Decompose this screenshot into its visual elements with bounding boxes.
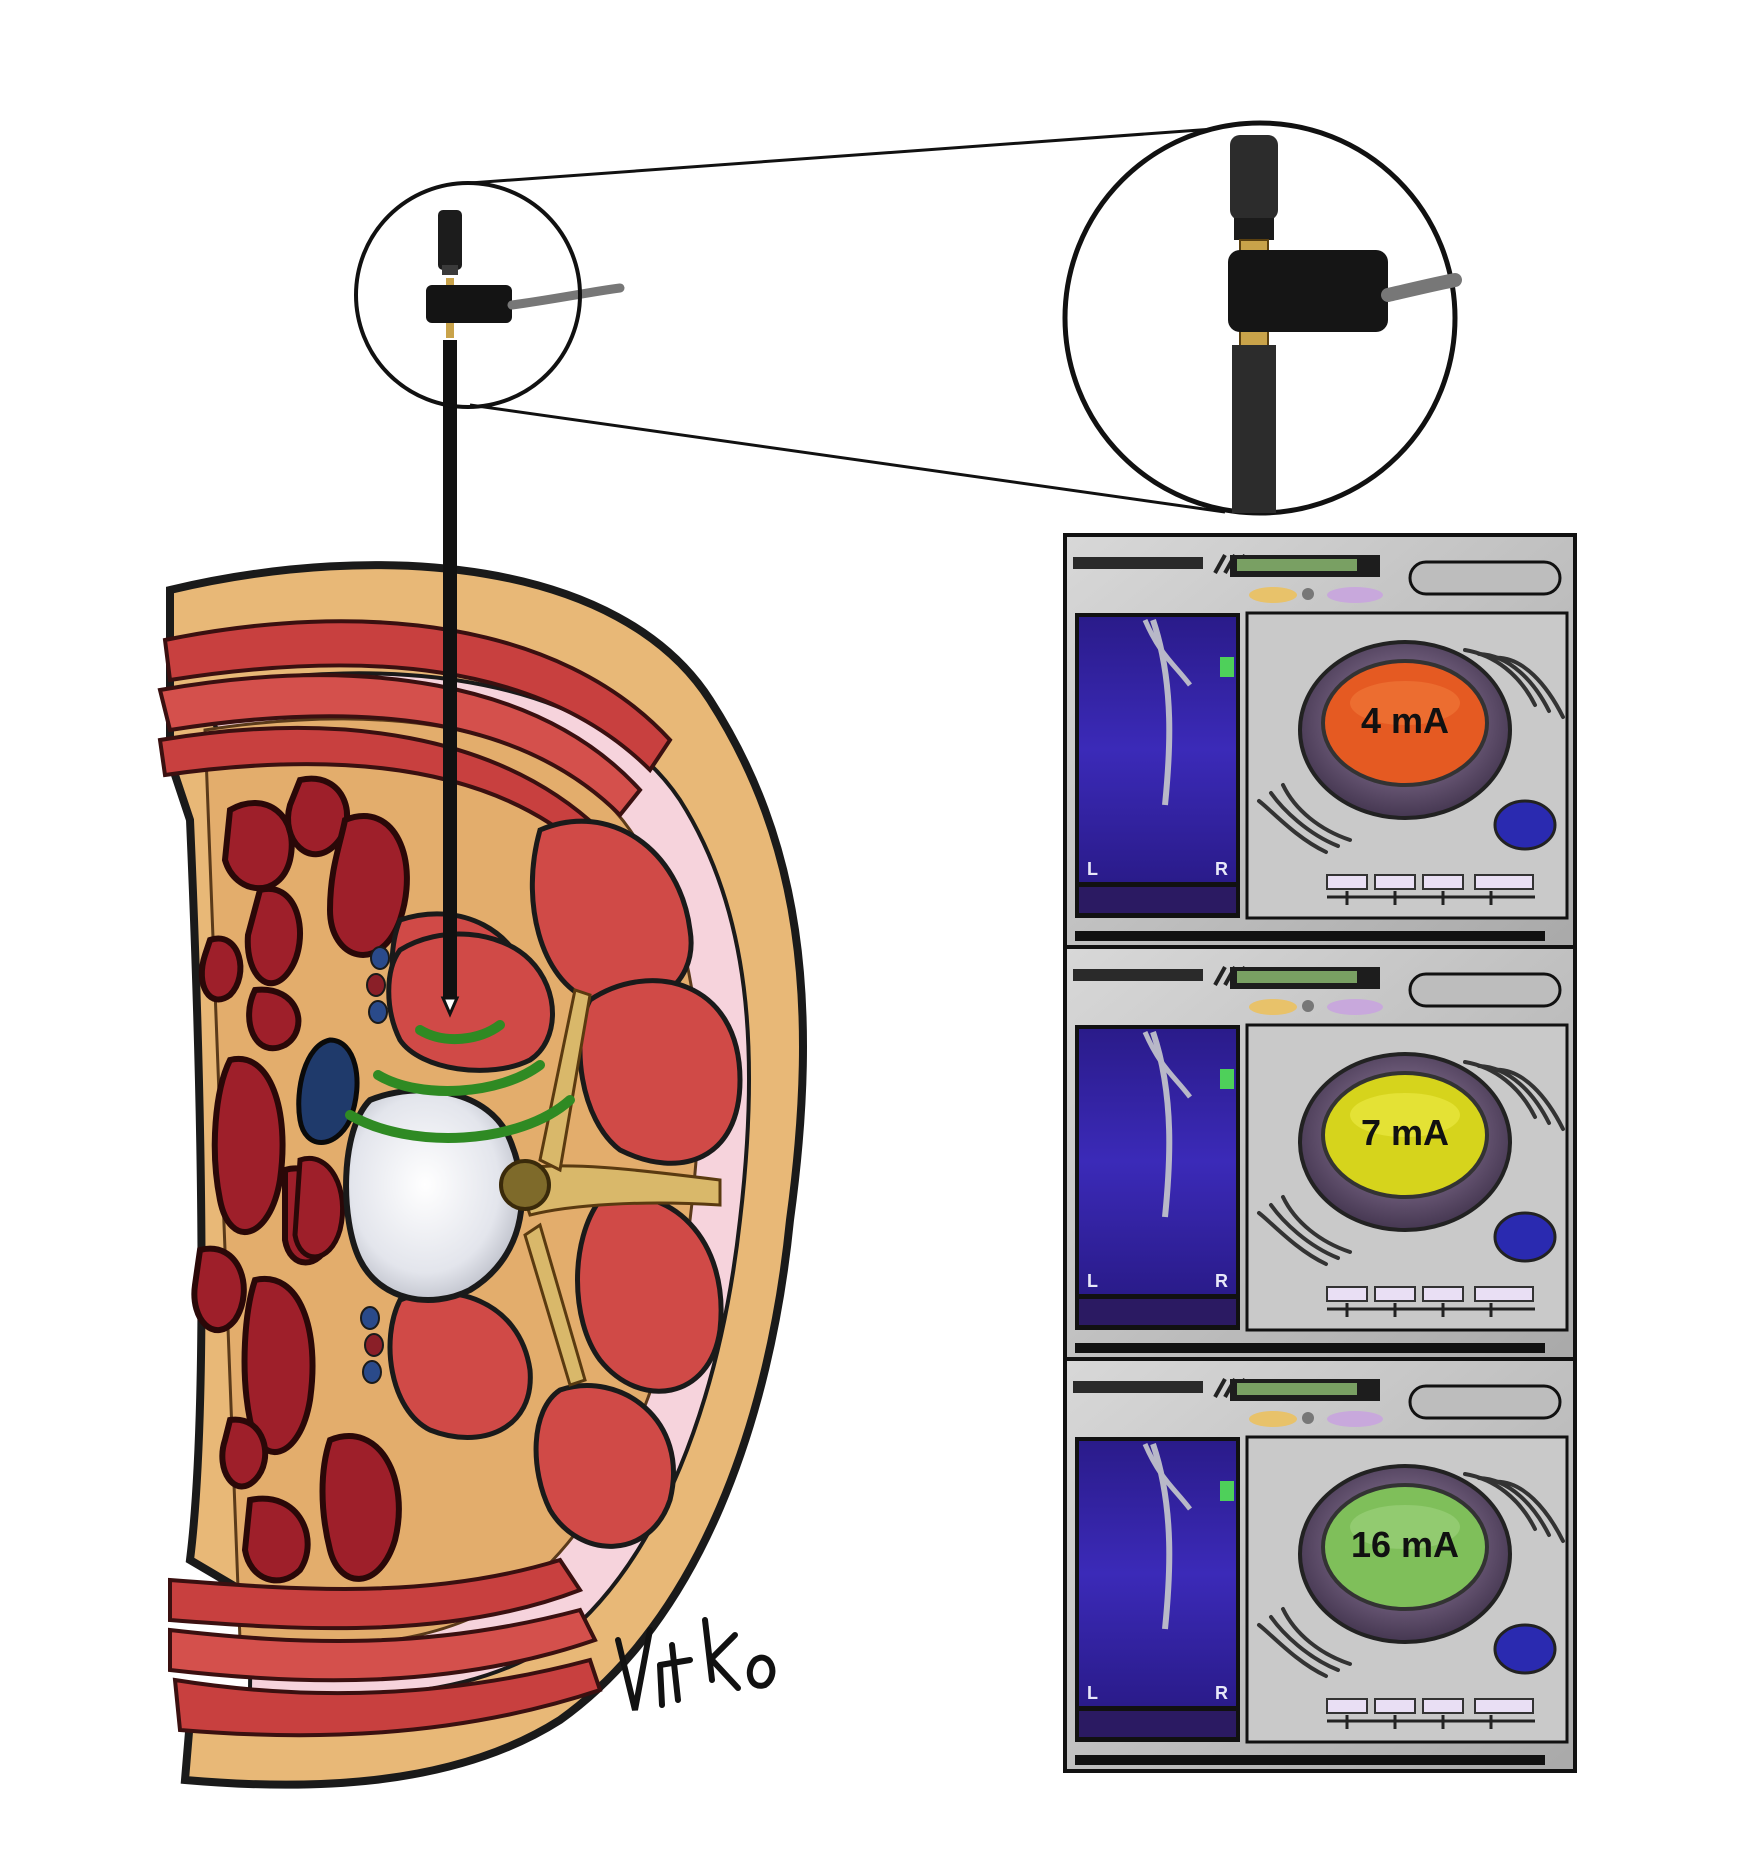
magnified-shaft — [1232, 345, 1276, 513]
screen-indicator — [1220, 1069, 1234, 1089]
brand-strip — [1073, 557, 1203, 569]
indicator-lilac — [1327, 587, 1383, 603]
needle-cable — [507, 283, 625, 310]
base-strip — [1075, 931, 1545, 941]
brand-strip — [1073, 969, 1203, 981]
current-reading: 7 mA — [1361, 1112, 1449, 1153]
stimulator-monitor-2: L R 7 mA — [1063, 945, 1577, 1361]
stimulating-needle — [354, 181, 625, 1018]
indicator-yellow — [1249, 587, 1297, 603]
screen-label-left: L — [1087, 1683, 1098, 1703]
needle-tip — [440, 996, 460, 1018]
vessels-upper — [366, 946, 390, 1024]
screen-label-right: R — [1215, 1271, 1228, 1291]
screen-label-left: L — [1087, 859, 1098, 879]
nerve-map-screen — [1079, 1441, 1236, 1706]
panel-button[interactable] — [1326, 1286, 1368, 1302]
indicator-lilac — [1327, 999, 1383, 1015]
indicator-dot — [1302, 1000, 1314, 1012]
panel-button[interactable] — [1326, 874, 1368, 890]
screen-status-bar — [1079, 887, 1236, 913]
nerve-map-screen — [1079, 1029, 1236, 1294]
base-strip — [1075, 1343, 1545, 1353]
panel-button-wide[interactable] — [1474, 1286, 1534, 1302]
stimulator-monitors: L R 4 mA L R 7 mA L R 16 mA — [1063, 533, 1577, 1773]
adjust-knob[interactable] — [1493, 1623, 1557, 1675]
screen-label-right: R — [1215, 1683, 1228, 1703]
current-reading: 16 mA — [1351, 1524, 1459, 1565]
indicator-yellow — [1249, 999, 1297, 1015]
vessels-lower — [360, 1306, 384, 1384]
bowel-loops — [191, 775, 410, 1584]
magnified-needle-detail — [1062, 120, 1462, 516]
abdominal-wall-muscles-lower — [168, 1557, 603, 1738]
screen-indicator — [1220, 1481, 1234, 1501]
nerve-map-screen — [1079, 617, 1236, 882]
top-button[interactable] — [1408, 560, 1562, 596]
screen-indicator — [1220, 657, 1234, 677]
base-strip — [1075, 1755, 1545, 1765]
screen-label-right: R — [1215, 859, 1228, 879]
needle-hub — [438, 210, 462, 270]
screen-label-left: L — [1087, 1271, 1098, 1291]
panel-button[interactable] — [1326, 1698, 1368, 1714]
spinal-canal — [499, 1159, 551, 1211]
magnified-connector — [1228, 250, 1388, 332]
panel-button[interactable] — [1374, 1698, 1416, 1714]
magnified-hub — [1230, 135, 1278, 220]
anatomy-cross-section — [157, 561, 807, 1789]
indicator-lilac — [1327, 1411, 1383, 1427]
panel-button[interactable] — [1374, 1286, 1416, 1302]
magnified-cable — [1381, 273, 1462, 302]
needle-collar — [442, 265, 458, 275]
lcd-bar — [1237, 1383, 1357, 1395]
screen-status-bar — [1079, 1299, 1236, 1325]
transverse-process — [513, 1164, 722, 1217]
top-button[interactable] — [1408, 972, 1562, 1008]
magnification-lines — [469, 124, 1256, 514]
screen-status-bar — [1079, 1711, 1236, 1737]
panel-button[interactable] — [1422, 874, 1464, 890]
adjust-knob[interactable] — [1493, 1211, 1557, 1263]
needle-connector — [426, 285, 512, 323]
panel-button-wide[interactable] — [1474, 1698, 1534, 1714]
indicator-dot — [1302, 1412, 1314, 1424]
needle-shaft — [443, 340, 457, 1000]
lcd-bar — [1237, 559, 1357, 571]
magnified-collar — [1234, 218, 1274, 240]
panel-button[interactable] — [1422, 1286, 1464, 1302]
top-button[interactable] — [1408, 1384, 1562, 1420]
spinous-process — [523, 988, 592, 1387]
indicator-yellow — [1249, 1411, 1297, 1427]
current-reading: 4 mA — [1361, 700, 1449, 741]
panel-button-wide[interactable] — [1474, 874, 1534, 890]
panel-button[interactable] — [1374, 874, 1416, 890]
panel-button[interactable] — [1422, 1698, 1464, 1714]
aorta — [292, 1155, 346, 1260]
vertebral-disc — [343, 1087, 525, 1303]
stimulator-monitor-1: L R 4 mA — [1063, 533, 1577, 949]
indicator-dot — [1302, 588, 1314, 600]
adjust-knob[interactable] — [1493, 799, 1557, 851]
detail-callout-small — [354, 181, 582, 409]
stimulation-field-lines — [345, 1020, 575, 1143]
abdominal-wall-muscles-upper — [157, 619, 673, 853]
artist-signature — [615, 1617, 776, 1711]
brand-strip — [1073, 1381, 1203, 1393]
lcd-bar — [1237, 971, 1357, 983]
vena-cava — [296, 1037, 360, 1145]
stimulator-monitor-3: L R 16 mA — [1063, 1357, 1577, 1773]
